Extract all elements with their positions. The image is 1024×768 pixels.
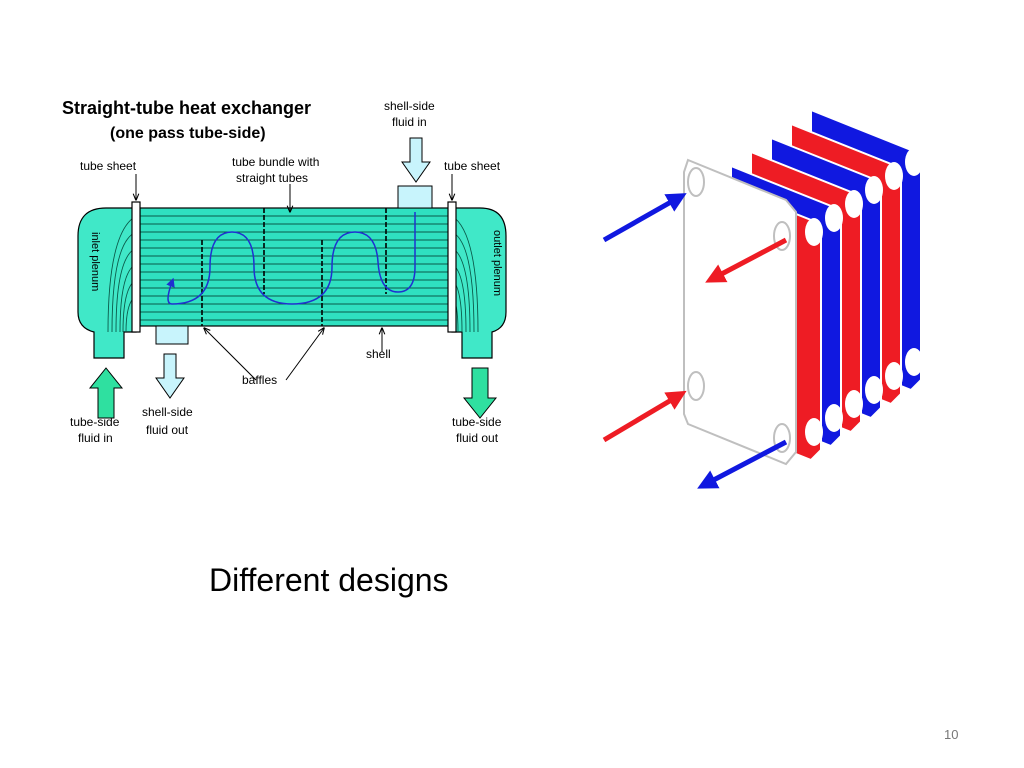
tube-side-out-label-line2: fluid out [456,431,499,445]
tube-bundle-label-line2: straight tubes [236,171,308,185]
callout-lines [136,174,452,381]
tube-sheet-right [447,201,457,333]
inlet-plenum [77,207,137,359]
shell-and-tube-diagram: Straight-tube heat exchanger (one pass t… [62,98,507,445]
shell-side-out-label-line1: shell-side [142,405,193,419]
tube-side-out-label-line1: tube-side [452,415,502,429]
hot-in-arrow [602,390,687,443]
port-top-left [687,167,705,197]
plate-stack [683,108,923,466]
hot-out-arrow [705,237,788,283]
shell-side-in-label-line1: shell-side [384,99,435,113]
tube-side-out-arrow [462,367,498,419]
tube-side-in-label-line2: fluid in [78,431,113,445]
shell-side-out-label-line2: fluid out [146,423,189,437]
tube-bundle [136,215,452,321]
cold-in-arrow [602,193,687,243]
cold-out-arrow [697,439,788,489]
flow-arrows [602,193,788,489]
baffles-label: baffles [242,373,277,387]
shell-side-flow [166,212,416,305]
outlet-plenum-label: outlet plenum [491,230,503,296]
tube-bundle-label-line1: tube bundle with [232,155,319,169]
shell-outlet-nozzle [155,325,189,345]
shell-inlet-nozzle [397,185,433,209]
plate-front [683,158,797,466]
page-number: 10 [944,727,959,742]
plate-heat-exchanger-diagram [602,108,923,489]
tube-sheet-left [131,201,141,333]
shell-side-out-arrow [155,353,185,399]
tube-sheet-right-label: tube sheet [444,159,501,173]
port-bottom-left [687,371,705,401]
tube-side-in-arrow [88,367,124,419]
tube-side-in-label-line1: tube-side [70,415,120,429]
shell-side-in-arrow [401,137,431,183]
shell-body [139,207,451,327]
shell-side-in-label-line2: fluid in [392,115,427,129]
shell-label: shell [366,347,391,361]
tube-sheet-left-label: tube sheet [80,159,137,173]
diagram-subtitle: (one pass tube-side) [110,125,266,142]
diagram-title: Straight-tube heat exchanger [62,98,311,118]
baffles-lines [201,208,387,326]
inlet-plenum-label: inlet plenum [89,232,101,291]
slide-caption: Different designs [209,562,449,598]
